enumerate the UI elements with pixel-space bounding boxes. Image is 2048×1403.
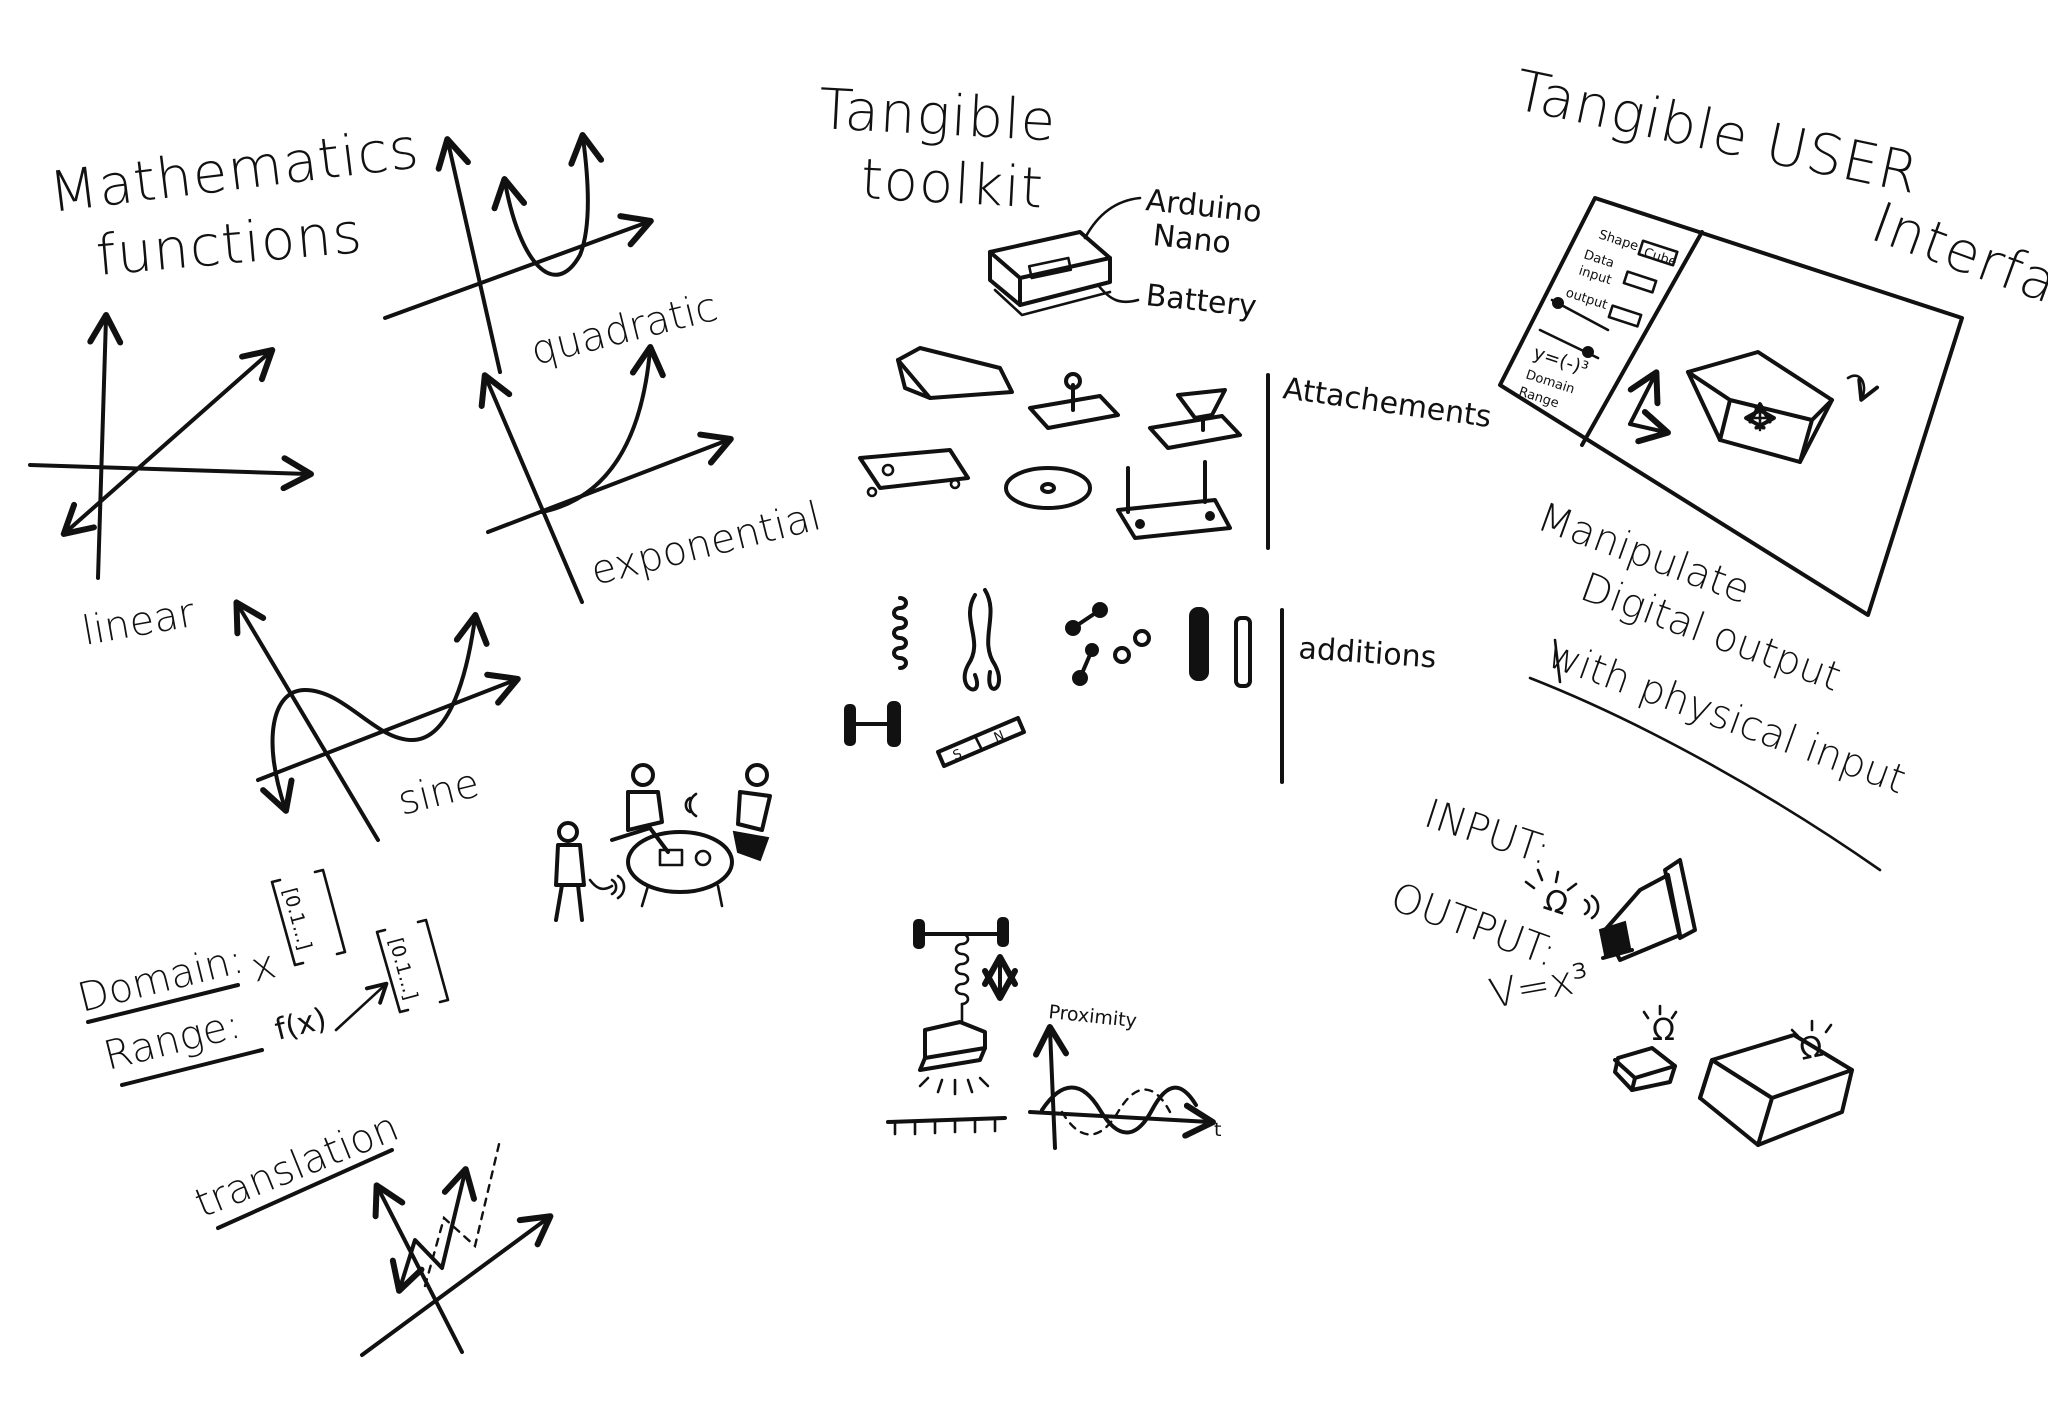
domain-var: x [246, 941, 280, 991]
quadratic-graph [383, 132, 654, 374]
proximity-graph: Proximity t [1028, 1001, 1221, 1150]
sine-label: sine [393, 760, 484, 824]
battery-label: Battery [1144, 278, 1258, 324]
time-axis-label: t [1214, 1119, 1221, 1141]
linear-label: linear [79, 590, 199, 655]
range-set: [0.1...] [384, 936, 422, 1003]
math-title-line1: Mathematics [46, 116, 423, 226]
translation-label: translation [189, 1104, 406, 1227]
arduino-nano-sketch [988, 230, 1112, 317]
domain-set: [0.1...] [278, 886, 316, 953]
domain-range: Domain: x [0.1...] Range: f(x) [0.1...] [73, 868, 450, 1087]
output-omega-small: Ω [1652, 1013, 1675, 1048]
quadratic-label: quadratic [526, 284, 722, 375]
output-cube-small: Ω [1613, 1004, 1678, 1092]
toolkit-title-line2: toolkit [859, 147, 1045, 221]
exponential-label: exponential [586, 493, 825, 595]
output-label: OUTPUT: [1385, 874, 1562, 976]
attachments-sketches [858, 346, 1242, 540]
toolkit-title-line1: Tangible [817, 77, 1058, 154]
proximity-label: Proximity [1047, 1001, 1137, 1032]
output-omega-large: Ω [1796, 1029, 1826, 1068]
tui-section: Tangible USER Interface Shape Cube Data … [1385, 58, 2048, 1147]
exponential-graph [478, 344, 734, 604]
input-device-sketch [1598, 858, 1697, 962]
linear-graph [28, 312, 314, 580]
spring-scale-sketch [886, 917, 1018, 1136]
collaboration-sketch [554, 763, 772, 922]
output-formula: V=x³ [1486, 955, 1593, 1018]
translation-graph [360, 1138, 554, 1357]
toolkit-section: Tangible toolkit Arduino Nano Battery [817, 77, 1494, 1150]
sine-graph [233, 599, 521, 842]
range-var: f(x) [271, 1001, 330, 1047]
attachements-label: Attachements [1281, 371, 1494, 435]
math-section: Mathematics functions linear quadratic e… [28, 116, 826, 1357]
input-omega: Ω [1540, 882, 1573, 922]
output-cube-large: Ω [1698, 1019, 1854, 1147]
tui-title-line1: Tangible USER [1509, 58, 1925, 207]
additions-sketches: S N [844, 588, 1252, 768]
input-label: INPUT: [1419, 791, 1556, 875]
additions-label: additions [1297, 631, 1437, 676]
panel-shape-label: Shape [1597, 228, 1640, 255]
arduino-label-line2: Nano [1151, 218, 1232, 261]
